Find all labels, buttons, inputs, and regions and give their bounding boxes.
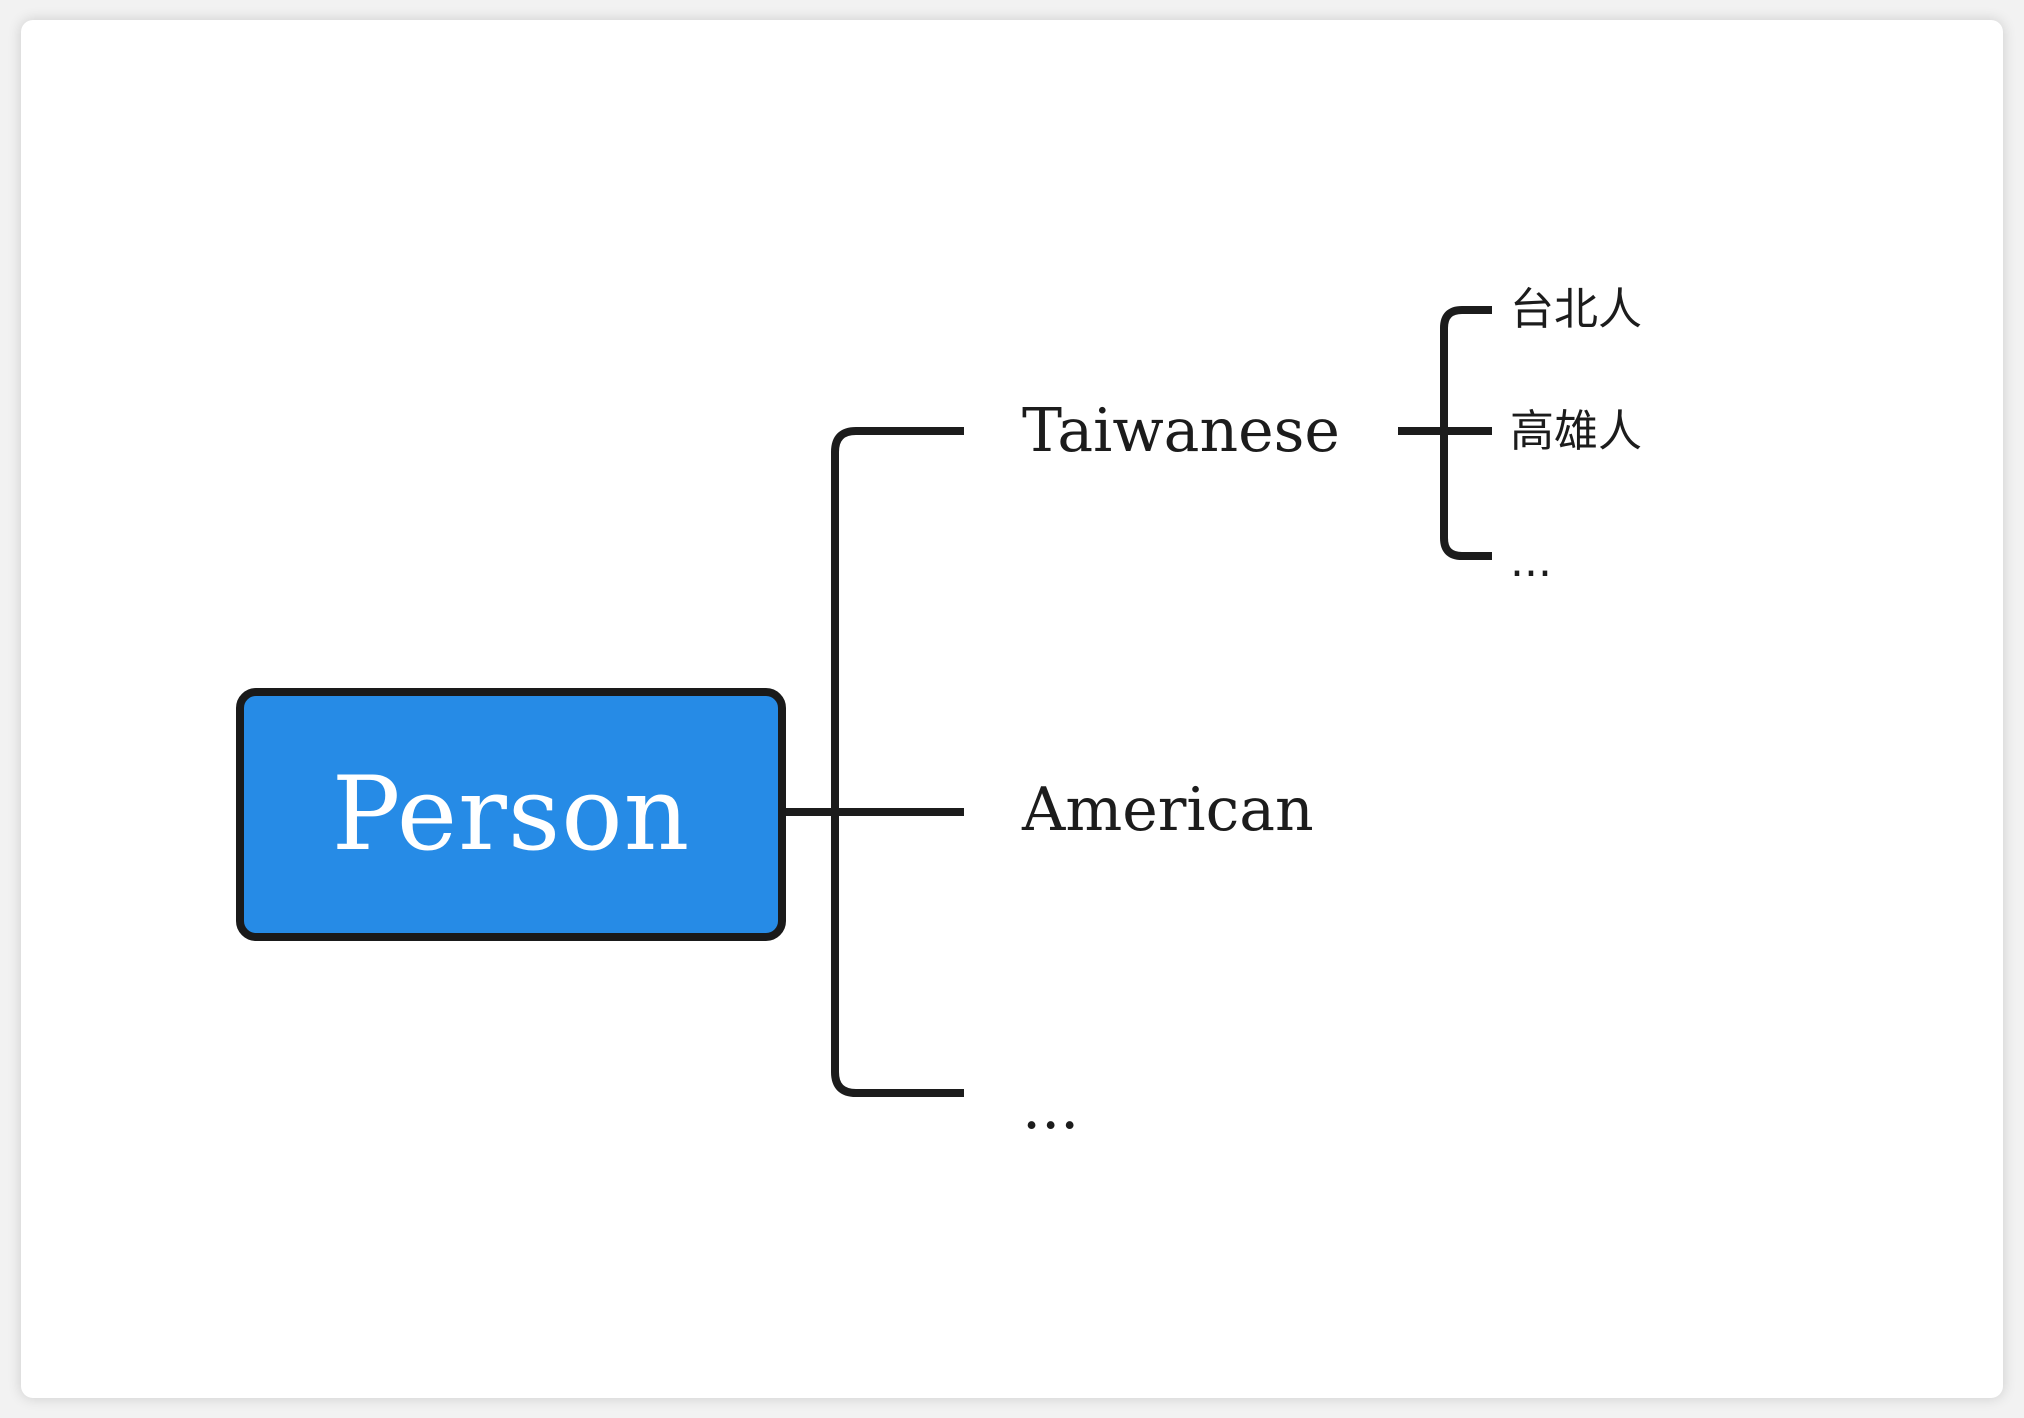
root-node-label: Person	[331, 754, 691, 874]
subbranch-taipei[interactable]: 台北人	[1510, 284, 1642, 335]
subbranch-more[interactable]: ...	[1510, 536, 1552, 587]
branch-taiwanese[interactable]: Taiwanese	[1022, 396, 1340, 466]
branch-more[interactable]: ...	[1022, 1073, 1080, 1143]
root-node-person[interactable]: Person	[236, 688, 786, 941]
branch-american[interactable]: American	[1022, 775, 1314, 845]
connector-main-bracket	[831, 427, 964, 1097]
subbranch-kaohsiung[interactable]: 高雄人	[1510, 406, 1642, 457]
